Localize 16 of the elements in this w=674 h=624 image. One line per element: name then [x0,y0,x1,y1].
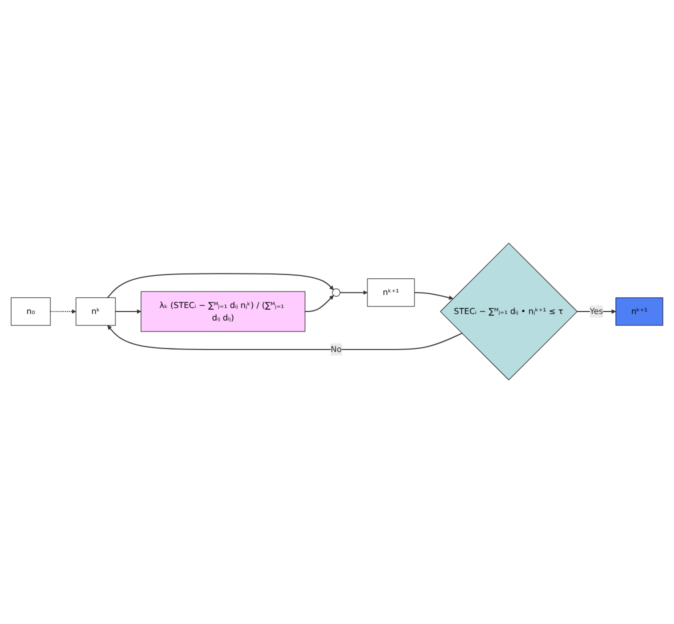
edge-label: No [330,344,342,355]
node-box: nᵏ [76,298,116,326]
node-box: λₖ (STECᵢ − ∑ᴹⱼ₌₁ dᵢⱼ nⱼᵏ) / (∑ᴹⱼ₌₁ dᵢⱼ dᵢⱼ) [140,292,306,332]
arrow [340,290,368,296]
arrow [115,310,142,314]
node-box: n₀ [10,298,51,326]
arrow [305,296,334,312]
arrow [107,274,334,298]
node-circle [332,288,340,298]
node-box: nᵏ⁺¹ [616,298,664,326]
arrow [414,292,454,300]
arrow [107,326,462,350]
node-diamond: STECᵢ − ∑ᴹⱼ₌₁ dᵢⱼ • nⱼᵏ⁺¹ ≤ τ [440,243,578,381]
edge-label: Yes [590,306,604,317]
arrow [50,310,76,314]
node-box: nᵏ⁺¹ [367,278,415,308]
